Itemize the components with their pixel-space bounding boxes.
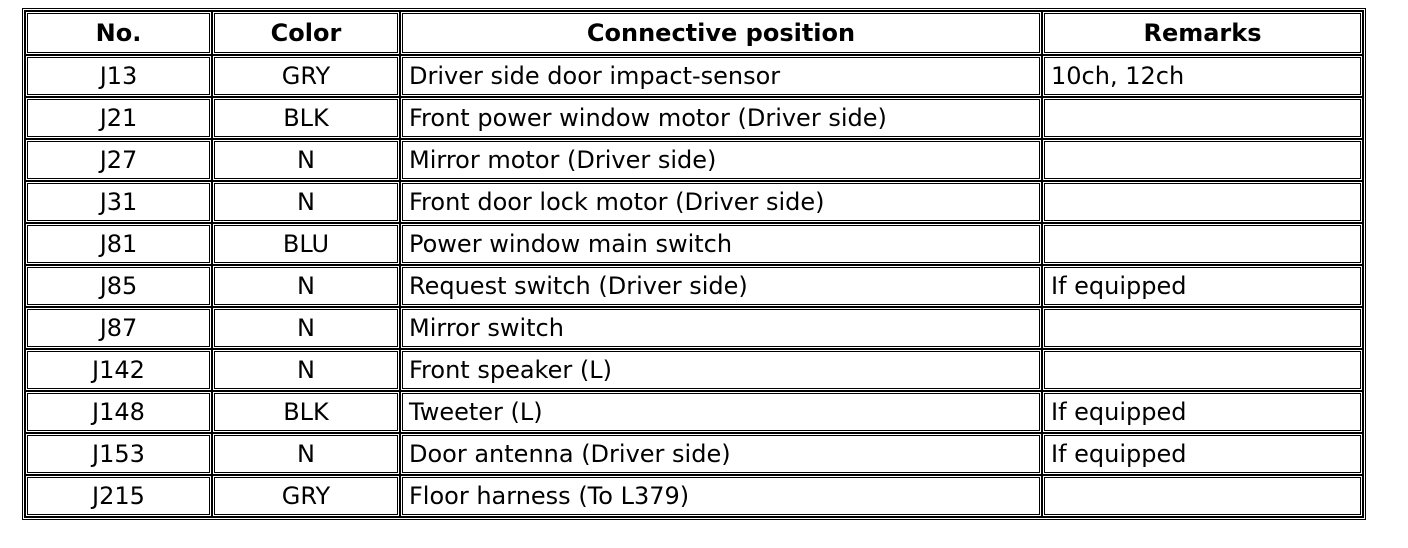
cell-position: Front door lock motor (Driver side) <box>400 181 1042 223</box>
connector-table: No. Color Connective position Remarks J1… <box>22 8 1366 520</box>
cell-remarks <box>1042 349 1363 391</box>
cell-color: N <box>212 265 400 307</box>
table-row: J142 N Front speaker (L) <box>25 349 1363 391</box>
cell-position: Power window main switch <box>400 223 1042 265</box>
cell-no: J215 <box>25 475 212 517</box>
cell-position: Mirror switch <box>400 307 1042 349</box>
cell-position: Mirror motor (Driver side) <box>400 139 1042 181</box>
table-row: J21 BLK Front power window motor (Driver… <box>25 97 1363 139</box>
header-connective-position: Connective position <box>400 11 1042 55</box>
cell-color: N <box>212 181 400 223</box>
cell-position: Door antenna (Driver side) <box>400 433 1042 475</box>
table-row: J81 BLU Power window main switch <box>25 223 1363 265</box>
cell-position: Tweeter (L) <box>400 391 1042 433</box>
cell-color: N <box>212 433 400 475</box>
cell-color: N <box>212 349 400 391</box>
cell-no: J21 <box>25 97 212 139</box>
cell-remarks: 10ch, 12ch <box>1042 55 1363 97</box>
table-row: J13 GRY Driver side door impact-sensor 1… <box>25 55 1363 97</box>
cell-position: Front power window motor (Driver side) <box>400 97 1042 139</box>
cell-no: J148 <box>25 391 212 433</box>
table-row: J215 GRY Floor harness (To L379) <box>25 475 1363 517</box>
cell-remarks <box>1042 181 1363 223</box>
cell-color: BLU <box>212 223 400 265</box>
cell-no: J27 <box>25 139 212 181</box>
cell-no: J142 <box>25 349 212 391</box>
cell-remarks <box>1042 475 1363 517</box>
cell-color: N <box>212 139 400 181</box>
cell-no: J13 <box>25 55 212 97</box>
cell-position: Request switch (Driver side) <box>400 265 1042 307</box>
cell-remarks <box>1042 307 1363 349</box>
cell-position: Floor harness (To L379) <box>400 475 1042 517</box>
cell-no: J153 <box>25 433 212 475</box>
table-row: J27 N Mirror motor (Driver side) <box>25 139 1363 181</box>
cell-position: Driver side door impact-sensor <box>400 55 1042 97</box>
header-remarks: Remarks <box>1042 11 1363 55</box>
cell-color: BLK <box>212 97 400 139</box>
table-row: J31 N Front door lock motor (Driver side… <box>25 181 1363 223</box>
cell-remarks <box>1042 97 1363 139</box>
cell-color: GRY <box>212 475 400 517</box>
table-row: J85 N Request switch (Driver side) If eq… <box>25 265 1363 307</box>
cell-color: N <box>212 307 400 349</box>
header-no: No. <box>25 11 212 55</box>
table-row: J87 N Mirror switch <box>25 307 1363 349</box>
cell-color: BLK <box>212 391 400 433</box>
header-color: Color <box>212 11 400 55</box>
cell-color: GRY <box>212 55 400 97</box>
cell-remarks: If equipped <box>1042 433 1363 475</box>
table-row: J153 N Door antenna (Driver side) If equ… <box>25 433 1363 475</box>
cell-remarks <box>1042 223 1363 265</box>
cell-no: J87 <box>25 307 212 349</box>
cell-no: J31 <box>25 181 212 223</box>
cell-remarks: If equipped <box>1042 391 1363 433</box>
cell-no: J81 <box>25 223 212 265</box>
cell-remarks <box>1042 139 1363 181</box>
table-row: J148 BLK Tweeter (L) If equipped <box>25 391 1363 433</box>
header-row: No. Color Connective position Remarks <box>25 11 1363 55</box>
cell-no: J85 <box>25 265 212 307</box>
cell-remarks: If equipped <box>1042 265 1363 307</box>
cell-position: Front speaker (L) <box>400 349 1042 391</box>
